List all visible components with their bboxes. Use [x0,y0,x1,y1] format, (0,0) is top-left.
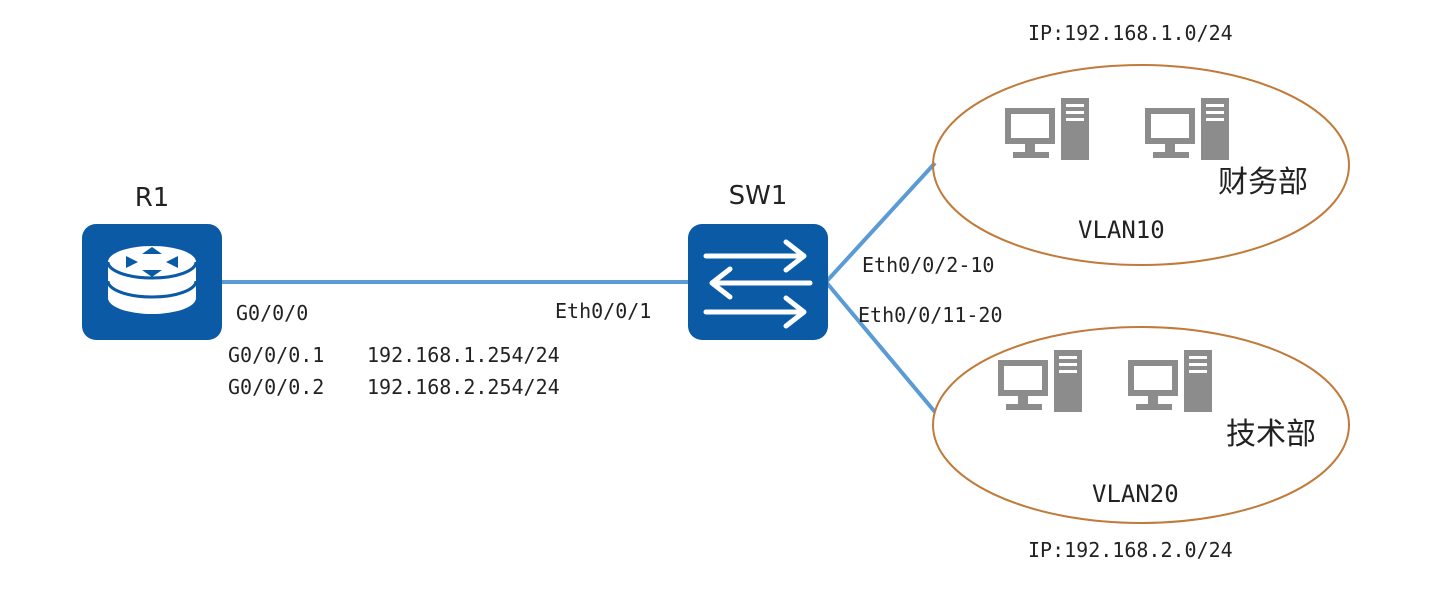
subinterface-1-name: G0/0/0.1 [228,343,324,367]
vlan20-subnet: IP:192.168.2.0/24 [1028,538,1233,562]
subinterface-2-ip: 192.168.2.254/24 [367,375,560,399]
computer-icon [998,350,1082,412]
switch-port-range-2: Eth0/0/11-20 [858,303,1003,327]
link-sw1-vlan10 [824,161,937,284]
vlan10-department: 财务部 [1218,165,1308,200]
computer-icon [1128,350,1212,412]
switch-port-range-1: Eth0/0/2-10 [862,253,994,277]
computer-icon [1145,98,1229,160]
switch-name: SW1 [729,181,788,211]
vlan10-name: VLAN10 [1078,216,1165,244]
subinterface-1-ip: 192.168.1.254/24 [367,343,560,367]
router-name: R1 [135,183,170,213]
vlan20-name: VLAN20 [1092,480,1179,508]
switch-icon [688,224,828,340]
router-icon [82,224,222,340]
router-port-label: G0/0/0 [236,301,308,325]
vlan10-ellipse [932,64,1350,266]
vlan20-department: 技术部 [1226,417,1316,452]
computer-icon [1005,98,1089,160]
switch-uplink-port-label: Eth0/0/1 [555,299,651,323]
link-sw1-vlan20 [824,280,937,414]
vlan10-subnet: IP:192.168.1.0/24 [1028,21,1233,45]
vlan20-ellipse [932,326,1350,524]
subinterface-2-name: G0/0/0.2 [228,375,324,399]
